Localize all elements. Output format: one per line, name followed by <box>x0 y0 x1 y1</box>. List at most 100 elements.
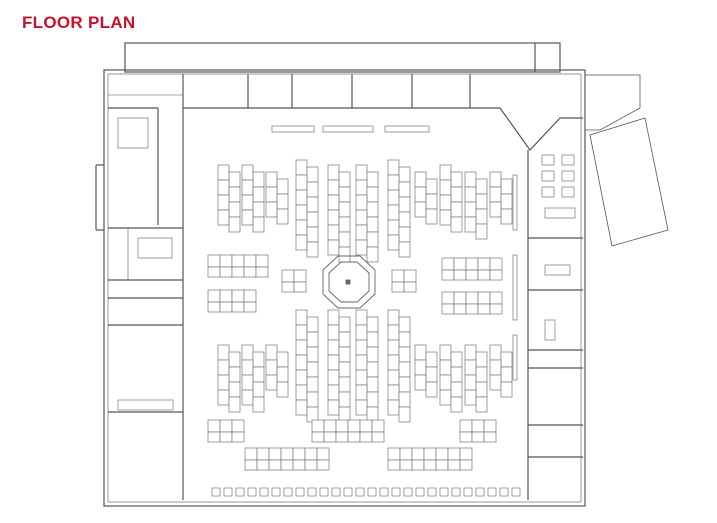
workstation-desk <box>219 266 233 278</box>
workstation-desk <box>398 361 411 378</box>
workstation-desk <box>464 344 477 361</box>
workstation-desk <box>207 266 221 278</box>
workstation-desk <box>338 331 351 348</box>
workstation-desk <box>338 201 351 218</box>
workstation-desk <box>335 431 349 443</box>
workstation-desk <box>244 447 258 461</box>
workstation-desk <box>323 419 337 433</box>
workstation-desk <box>414 201 427 218</box>
workstation-desk <box>217 194 230 211</box>
workstation-desk <box>243 254 257 268</box>
workstation-desk <box>281 281 295 293</box>
workstation-desk <box>489 257 503 271</box>
workstation-desk <box>391 281 405 293</box>
workstation-desk <box>464 216 477 233</box>
workstation-desk <box>450 201 463 218</box>
workstation-desk <box>228 381 241 398</box>
bench-seat <box>355 487 365 497</box>
workstation-desk <box>265 359 278 376</box>
workstation-desk <box>256 447 270 461</box>
workstation-desk <box>359 431 373 443</box>
workstation-desk <box>280 459 294 471</box>
workstation-desk <box>489 374 502 391</box>
workstation-desk <box>306 241 319 258</box>
workstation-desk <box>241 209 254 226</box>
workstation-desk <box>306 346 319 363</box>
workstation-desk <box>403 269 417 283</box>
workstation-desk <box>243 289 257 303</box>
workstation-desk <box>425 193 438 210</box>
bench-seat <box>235 487 245 497</box>
workstation-desk <box>355 369 368 386</box>
workstation-desk <box>425 351 438 368</box>
workstation-desk <box>387 459 401 471</box>
central-octagon-core <box>322 255 376 309</box>
workstation-desk <box>475 178 488 195</box>
workstation-desk <box>217 164 230 181</box>
workstation-desk <box>387 219 400 236</box>
workstation-desk <box>489 344 502 361</box>
workstation-desk <box>231 431 245 443</box>
workstation-desk <box>398 376 411 393</box>
workstation-desk <box>265 186 278 203</box>
workstation-desk <box>327 354 340 371</box>
bench-seat <box>463 487 473 497</box>
workstation-desk <box>252 201 265 218</box>
workstation-desk <box>292 447 306 461</box>
workstation-desk <box>217 179 230 196</box>
cafe-table <box>541 170 555 182</box>
bench-seat <box>247 487 257 497</box>
workstation-desk <box>256 459 270 471</box>
workstation-desk <box>276 208 289 225</box>
workstation-desk <box>355 339 368 356</box>
workstation-desk <box>241 164 254 181</box>
workstation-desk <box>366 231 379 248</box>
workstation-desk <box>366 171 379 188</box>
workstation-desk <box>475 396 488 413</box>
storage-bank <box>322 125 374 133</box>
training-table <box>117 399 174 411</box>
workstation-desk <box>366 246 379 263</box>
workstation-desk <box>465 303 479 315</box>
workstation-desk <box>265 374 278 391</box>
workstation-desk <box>241 389 254 406</box>
workstation-desk <box>450 216 463 233</box>
workstation-desk <box>295 234 308 251</box>
workstation-desk <box>311 419 325 433</box>
workstation-desk <box>293 281 307 293</box>
workstation-desk <box>207 254 221 268</box>
bench-seat <box>211 487 221 497</box>
workstation-desk <box>252 396 265 413</box>
workstation-desk <box>459 459 473 471</box>
workstation-desk <box>355 194 368 211</box>
workstation-desk <box>439 179 452 196</box>
workstation-desk <box>316 447 330 461</box>
workstation-desk <box>217 374 230 391</box>
workstation-desk <box>207 431 221 443</box>
workstation-desk <box>387 369 400 386</box>
workstation-desk <box>327 209 340 226</box>
workstation-desk <box>219 419 233 433</box>
workstation-desk <box>327 339 340 356</box>
workstation-desk <box>241 194 254 211</box>
workstation-desk <box>489 186 502 203</box>
bench-seat <box>427 487 437 497</box>
workstation-desk <box>295 399 308 416</box>
workstation-desk <box>439 359 452 376</box>
workstation-desk <box>425 178 438 195</box>
workstation-desk <box>387 354 400 371</box>
workstation-desk <box>425 366 438 383</box>
top-annex <box>124 42 561 73</box>
workstation-desk <box>411 459 425 471</box>
workstation-desk <box>252 216 265 233</box>
workstation-desk <box>439 389 452 406</box>
workstation-desk <box>338 376 351 393</box>
workstation-desk <box>439 374 452 391</box>
workstation-desk <box>217 359 230 376</box>
bench-seat <box>379 487 389 497</box>
workstation-desk <box>219 431 233 443</box>
workstation-desk <box>500 193 513 210</box>
workstation-desk <box>450 366 463 383</box>
workstation-desk <box>435 459 449 471</box>
workstation-desk <box>366 201 379 218</box>
